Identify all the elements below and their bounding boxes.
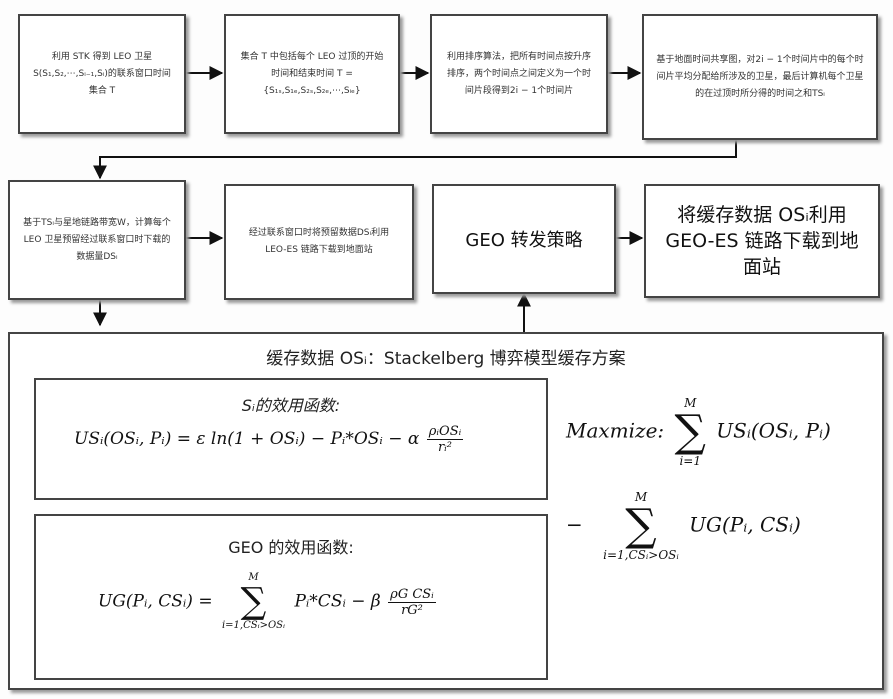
sigma-symbol: ∑ (603, 504, 679, 548)
ug-formula-lhs: UG(Pᵢ, CSᵢ) = (98, 592, 213, 612)
max-formula-line1: Maxmize: M ∑ i=1 USᵢ(OSᵢ, Pᵢ) (566, 396, 831, 468)
step-5-text: 基于TSᵢ与星地链路带宽W，计算每个 LEO 卫星预留经过联系窗口时下载的数据量… (22, 215, 172, 266)
arrow-4-5 (100, 140, 736, 178)
us-fraction-den: rᵢ² (427, 440, 463, 455)
geo-strategy-box: GEO 转发策略 (432, 184, 616, 294)
us-fraction-num: ρᵢOSᵢ (427, 424, 463, 440)
ug-fraction-num: ρG CSᵢ (388, 587, 436, 603)
us-function-title: Sᵢ的效用函数: (36, 392, 546, 416)
ug-fraction-den: rG² (388, 603, 436, 618)
sigma-symbol: ∑ (222, 584, 285, 620)
step-5-box: 基于TSᵢ与星地链路带宽W，计算每个 LEO 卫星预留经过联系窗口时下载的数据量… (8, 180, 186, 300)
us-formula: USᵢ(OSᵢ, Pᵢ) = ε ln(1 + OSᵢ) − Pᵢ*OSᵢ − … (74, 424, 465, 455)
max-sum-1: M ∑ i=1 (675, 396, 706, 468)
ug-formula: UG(Pᵢ, CSᵢ) = M ∑ i=1,CSᵢ>OSᵢ Pᵢ*CSᵢ − β… (98, 572, 438, 632)
max-sum-2-lower: i=1,CSᵢ>OSᵢ (603, 548, 679, 562)
panel-title: 缓存数据 OSᵢ：Stackelberg 博弈模型缓存方案 (10, 344, 882, 369)
us-fraction: ρᵢOSᵢrᵢ² (427, 424, 463, 455)
us-function-box: Sᵢ的效用函数: USᵢ(OSᵢ, Pᵢ) = ε ln(1 + OSᵢ) − … (34, 378, 548, 500)
ug-formula-mid: Pᵢ*CSᵢ − β (294, 592, 380, 612)
max-minus: − (566, 513, 583, 537)
sigma-symbol: ∑ (675, 410, 706, 454)
step-4-box: 基于地面时间共享图，对2i − 1个时间片中的每个时间片平均分配给所涉及的卫星，… (642, 14, 878, 140)
step-1-box: 利用 STK 得到 LEO 卫星 S(S₁,S₂,⋯,Sᵢ₋₁,Sᵢ)的联系窗口… (18, 14, 186, 134)
max-sum-2: M ∑ i=1,CSᵢ>OSᵢ (603, 490, 679, 562)
max-term-2: UG(Pᵢ, CSᵢ) (689, 513, 801, 537)
geo-function-title: GEO 的效用函数: (36, 534, 546, 558)
step-3-box: 利用排序算法，把所有时间点按升序排序，两个时间点之间定义为一个时间片段得到2i … (430, 14, 608, 134)
step-6-box: 经过联系窗口时将预留数据DSᵢ利用 LEO-ES 链路下载到地面站 (224, 184, 414, 300)
step-1-text: 利用 STK 得到 LEO 卫星 S(S₁,S₂,⋯,Sᵢ₋₁,Sᵢ)的联系窗口… (32, 49, 172, 100)
geo-function-box: GEO 的效用函数: UG(Pᵢ, CSᵢ) = M ∑ i=1,CSᵢ>OSᵢ… (34, 514, 548, 680)
step-6-text: 经过联系窗口时将预留数据DSᵢ利用 LEO-ES 链路下载到地面站 (238, 225, 400, 259)
step-4-text: 基于地面时间共享图，对2i − 1个时间片中的每个时间片平均分配给所涉及的卫星，… (656, 52, 864, 103)
ug-fraction: ρG CSᵢrG² (388, 587, 436, 618)
max-formula-line2: − M ∑ i=1,CSᵢ>OSᵢ UG(Pᵢ, CSᵢ) (566, 490, 801, 562)
ug-sum-lower: i=1,CSᵢ>OSᵢ (222, 620, 285, 632)
step-2-box: 集合 T 中包括每个 LEO 过顶的开始时间和结束时间 T = {S₁ₛ,S₁ₑ… (224, 14, 400, 134)
final-download-text: 将缓存数据 OSᵢ利用 GEO-ES 链路下载到地面站 (662, 202, 862, 280)
max-lead: Maxmize: (566, 419, 664, 443)
stackelberg-panel: 缓存数据 OSᵢ：Stackelberg 博弈模型缓存方案 Sᵢ的效用函数: U… (8, 332, 884, 690)
geo-strategy-text: GEO 转发策略 (465, 226, 582, 252)
ug-sum: M ∑ i=1,CSᵢ>OSᵢ (222, 572, 285, 632)
step-2-text: 集合 T 中包括每个 LEO 过顶的开始时间和结束时间 T = {S₁ₛ,S₁ₑ… (238, 49, 386, 100)
us-formula-lhs: USᵢ(OSᵢ, Pᵢ) = ε ln(1 + OSᵢ) − Pᵢ*OSᵢ − … (74, 429, 419, 449)
final-download-box: 将缓存数据 OSᵢ利用 GEO-ES 链路下载到地面站 (644, 184, 880, 298)
max-term-1: USᵢ(OSᵢ, Pᵢ) (716, 419, 831, 443)
step-3-text: 利用排序算法，把所有时间点按升序排序，两个时间点之间定义为一个时间片段得到2i … (444, 49, 594, 100)
